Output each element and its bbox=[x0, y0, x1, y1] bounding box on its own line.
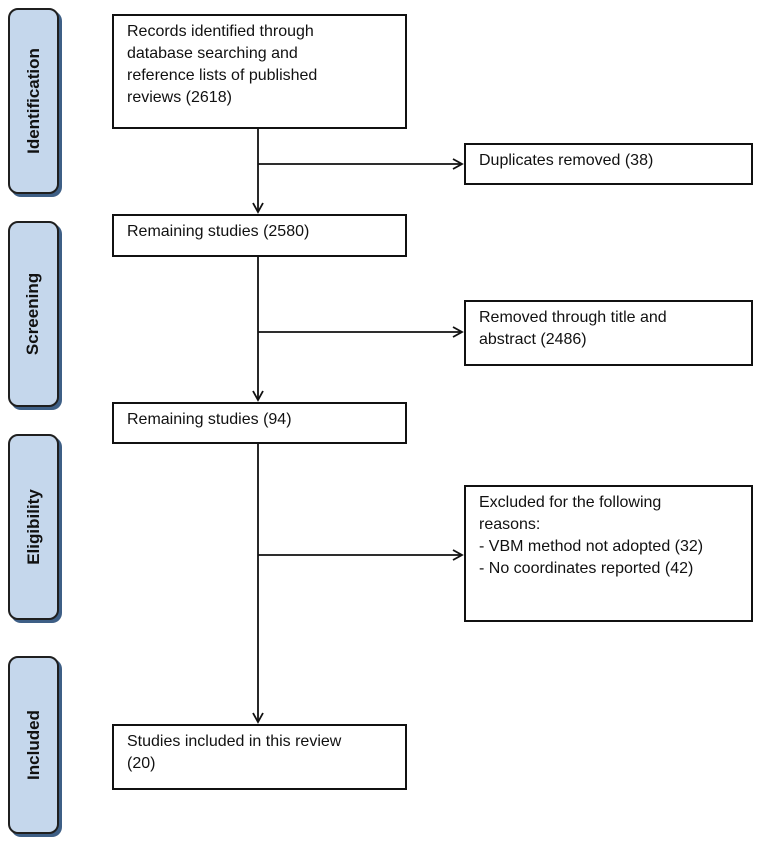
stage-included-label: Included bbox=[23, 710, 43, 780]
box-removed-title-abstract: Removed through title and abstract (2486… bbox=[464, 300, 753, 366]
stage-screening: Screening bbox=[8, 221, 59, 407]
box-text-line: Removed through title and bbox=[479, 309, 667, 326]
box-remaining-studies-2580: Remaining studies (2580) bbox=[112, 214, 407, 257]
box-text-line: Studies included in this review bbox=[127, 733, 342, 750]
box-text-line: reference lists of published bbox=[127, 67, 318, 84]
box-text-line: reasons: bbox=[479, 516, 541, 533]
box-excluded-reasons: Excluded for the following reasons: - VB… bbox=[464, 485, 753, 622]
stage-eligibility: Eligibility bbox=[8, 434, 59, 620]
box-studies-included: Studies included in this review (20) bbox=[112, 724, 407, 790]
stage-identification: Identification bbox=[8, 8, 59, 194]
box-text-line: Records identified through bbox=[127, 23, 314, 40]
box-text-line: database searching and bbox=[127, 45, 298, 62]
box-text-line: Remaining studies (94) bbox=[127, 411, 292, 428]
box-text-line: - No coordinates reported (42) bbox=[479, 560, 694, 577]
stage-identification-label: Identification bbox=[23, 48, 43, 154]
box-text-line: Duplicates removed (38) bbox=[479, 152, 654, 169]
box-duplicates-removed: Duplicates removed (38) bbox=[464, 143, 753, 185]
box-text-line: Remaining studies (2580) bbox=[127, 223, 310, 240]
box-text-line: - VBM method not adopted (32) bbox=[479, 538, 704, 555]
box-text-line: reviews (2618) bbox=[127, 89, 232, 106]
stage-included: Included bbox=[8, 656, 59, 834]
stage-eligibility-label: Eligibility bbox=[23, 489, 43, 565]
stage-screening-label: Screening bbox=[23, 272, 43, 356]
box-text-line: abstract (2486) bbox=[479, 331, 587, 348]
box-records-identified: Records identified through database sear… bbox=[112, 14, 407, 129]
box-text-line: (20) bbox=[127, 755, 156, 772]
box-remaining-studies-94: Remaining studies (94) bbox=[112, 402, 407, 444]
box-text-line: Excluded for the following bbox=[479, 494, 662, 511]
